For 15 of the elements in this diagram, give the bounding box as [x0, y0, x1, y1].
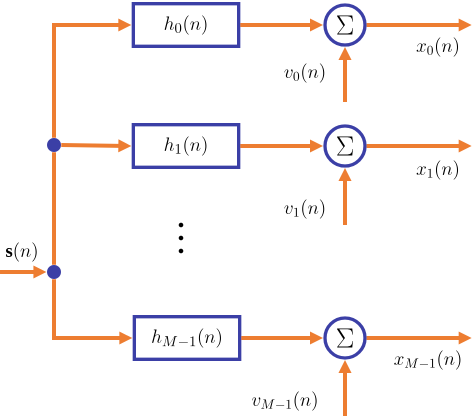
- junction-dot: [47, 265, 61, 279]
- summing-junction: $\Sigma$: [323, 316, 367, 360]
- summing-junction: $\Sigma$: [323, 124, 367, 168]
- summing-junction: $\Sigma$: [323, 3, 367, 47]
- edge-label: $v_{M-1}(n)$: [250, 390, 320, 412]
- edge-label: $v_1(n)$: [282, 198, 328, 220]
- filter-box: $h_0(n)$: [132, 2, 240, 48]
- filter-box: $h_1(n)$: [132, 123, 240, 169]
- filter-box: $h_{M-1}(n)$: [132, 315, 242, 361]
- junction-dot: [47, 138, 61, 152]
- edge-label: $x_1(n)$: [414, 159, 462, 181]
- edge-label: $v_0(n)$: [282, 62, 328, 84]
- edge-label: $x_{M-1}(n)$: [392, 349, 464, 371]
- edge-label: $\mathbf{s}(n)$: [4, 241, 40, 263]
- edge-label: $x_0(n)$: [414, 36, 462, 58]
